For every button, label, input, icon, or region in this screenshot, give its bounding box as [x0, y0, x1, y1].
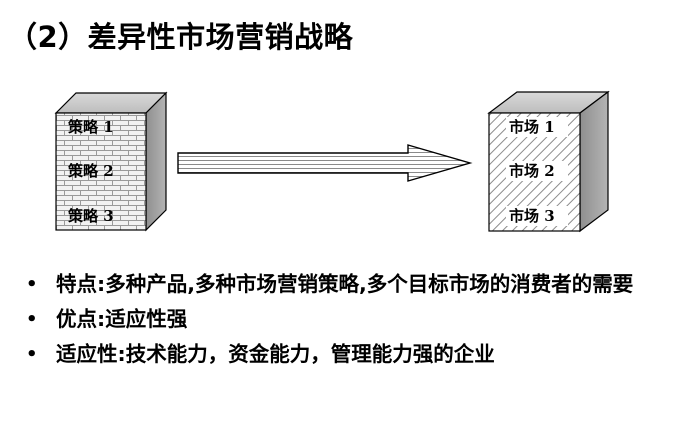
bullet-item: • 特点:多种产品,多种市场营销策略,多个目标市场的消费者的需要 — [22, 270, 672, 299]
strategy-market-diagram: 策略 1 策略 2 策略 3 市场 1 市场 2 市场 3 — [54, 90, 610, 233]
market-box-side — [579, 90, 609, 233]
strategy-box-front — [55, 112, 147, 231]
market-label-2: 市场 2 — [509, 162, 555, 180]
bullet-dot-icon: • — [26, 274, 38, 295]
bullet-dot-icon: • — [26, 344, 38, 365]
right-arrow — [177, 144, 473, 182]
bullet-item: • 适应性:技术能力，资金能力，管理能力强的企业 — [22, 340, 672, 369]
market-label-3: 市场 3 — [509, 207, 555, 225]
strategy-label-2: 策略 2 — [67, 162, 114, 180]
bullet-item: • 优点:适应性强 — [22, 305, 672, 334]
strategy-label-3: 策略 3 — [67, 207, 114, 225]
bullet-list: • 特点:多种产品,多种市场营销策略,多个目标市场的消费者的需要 • 优点:适应… — [22, 270, 672, 375]
strategy-box-side — [145, 91, 167, 232]
bullet-text-features: 特点:多种产品,多种市场营销策略,多个目标市场的消费者的需要 — [56, 272, 634, 296]
bullet-text-applicability: 适应性:技术能力，资金能力，管理能力强的企业 — [56, 342, 495, 366]
market-label-1: 市场 1 — [509, 118, 555, 136]
strategy-label-1: 策略 1 — [67, 118, 114, 136]
market-box: 市场 1 市场 2 市场 3 — [487, 90, 610, 233]
strategy-box: 策略 1 策略 2 策略 3 — [54, 91, 168, 232]
bullet-text-advantages: 优点:适应性强 — [56, 307, 188, 331]
slide-title: （2）差异性市场营销战略 — [8, 20, 354, 54]
bullet-dot-icon: • — [26, 309, 38, 330]
